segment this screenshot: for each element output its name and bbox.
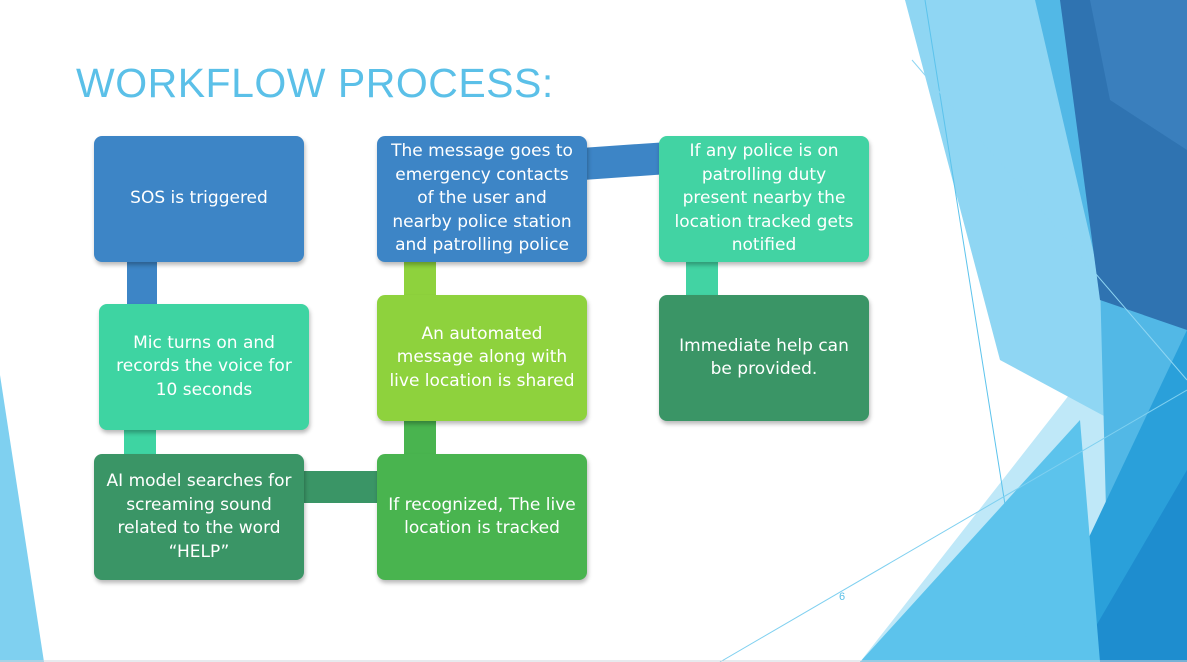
page-number: 6: [839, 591, 846, 603]
connector-shared-to-message: [404, 256, 436, 300]
step-ai-search: AI model searches for screaming sound re…: [94, 454, 304, 580]
step-police-notified-text: If any police is on patrolling duty pres…: [674, 141, 854, 256]
deco-left-sliver: [0, 375, 44, 662]
step-ai-search-text: AI model searches for screaming sound re…: [106, 471, 292, 562]
connector-tracked-to-shared: [404, 415, 436, 459]
step-location-tracked-text: If recognized, The live location is trac…: [388, 494, 576, 539]
deco-facet-bottom: [860, 420, 1100, 662]
step-message-shared-text: An automated message along with live loc…: [389, 323, 575, 391]
step-help-provided-text: Immediate help can be provided.: [679, 335, 849, 380]
step-message-shared: An automated message along with live loc…: [377, 295, 587, 421]
step-mic-records-text: Mic turns on and records the voice for 1…: [116, 332, 292, 400]
connector-message-to-police: [580, 142, 665, 180]
deco-line-2: [911, 59, 1187, 381]
connector-sos-to-mic: [127, 255, 157, 310]
connector-ai-to-tracked: [300, 471, 382, 503]
deco-line-3: [719, 389, 1187, 662]
step-message-sent-text: The message goes to emergency contacts o…: [391, 141, 573, 256]
step-sos-triggered: SOS is triggered: [94, 136, 304, 262]
step-message-sent: The message goes to emergency contacts o…: [377, 136, 587, 262]
step-police-notified: If any police is on patrolling duty pres…: [659, 136, 869, 262]
step-mic-records: Mic turns on and records the voice for 1…: [99, 304, 309, 430]
deco-line-1: [924, 0, 1031, 662]
step-location-tracked: If recognized, The live location is trac…: [377, 454, 587, 580]
step-sos-triggered-text: SOS is triggered: [130, 188, 268, 209]
slide-title: WORKFLOW PROCESS:: [76, 60, 554, 106]
connector-police-to-help: [686, 258, 718, 300]
deco-facet-dark-top: [1090, 0, 1187, 150]
deco-facet-blue-deep: [1075, 470, 1187, 662]
step-help-provided: Immediate help can be provided.: [659, 295, 869, 421]
